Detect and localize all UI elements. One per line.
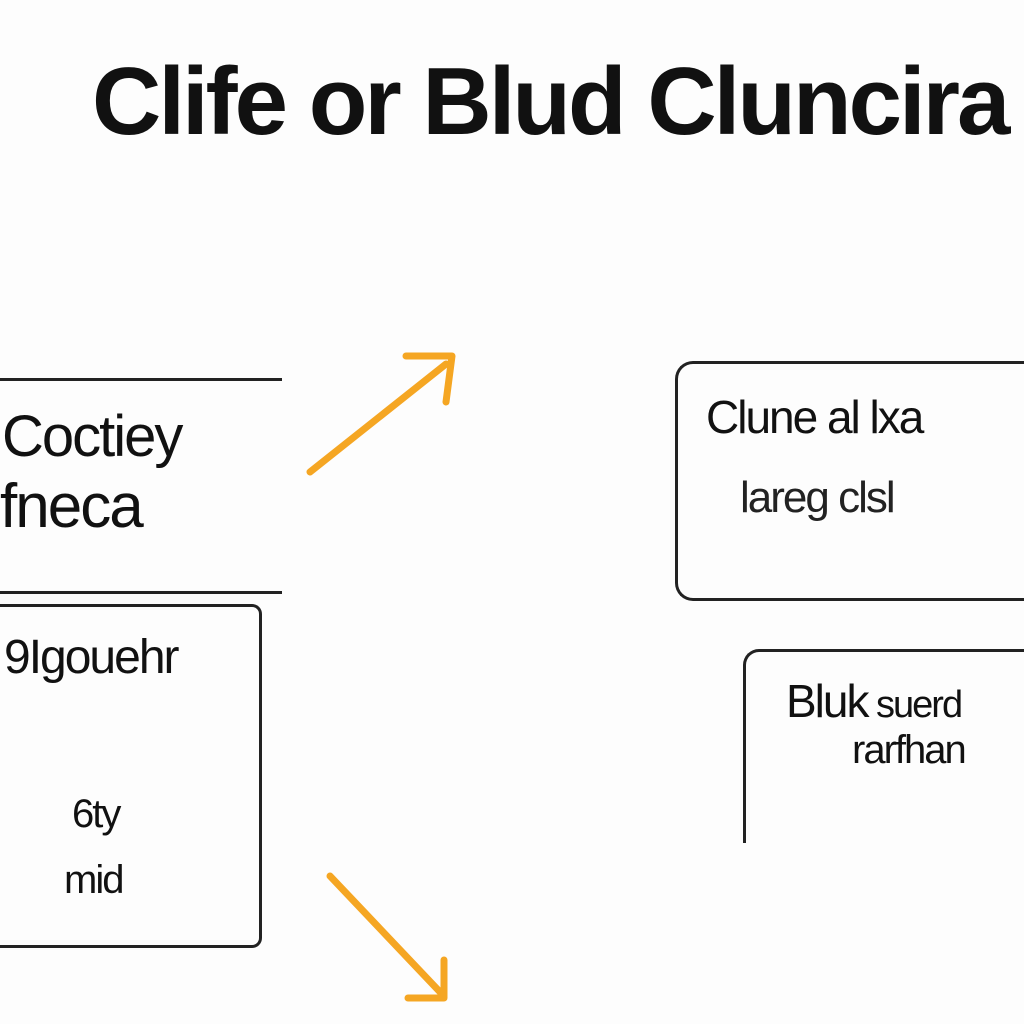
left-top-box-line2: fneca	[0, 472, 144, 541]
left-bottom-box-line1: 9Igouehr	[4, 631, 179, 684]
right-bottom-box-line1-word2: suerd	[867, 684, 963, 726]
right-bottom-box-line1-word1: Bluk	[786, 675, 869, 727]
right-top-box-line2: lareg clsl	[740, 473, 896, 522]
right-bottom-box	[743, 649, 1024, 843]
left-bottom-box-line2: 6ty	[72, 792, 121, 836]
left-top-box	[0, 378, 282, 594]
left-bottom-box-line3: mid	[64, 858, 124, 902]
right-bottom-box-line1: Bluk suerd	[786, 675, 963, 727]
left-top-box-line1: Coctiey	[2, 404, 183, 469]
arrow-up-right-icon	[306, 352, 456, 476]
right-top-box-line1: Clune al lxa	[706, 391, 924, 443]
right-top-box	[675, 361, 1024, 601]
diagram-title: Clife or Blud Cluncira	[92, 48, 1010, 155]
arrow-down-right-icon	[326, 872, 448, 1002]
right-bottom-box-line2: rarfhan	[852, 728, 967, 772]
left-bottom-box	[0, 604, 262, 948]
